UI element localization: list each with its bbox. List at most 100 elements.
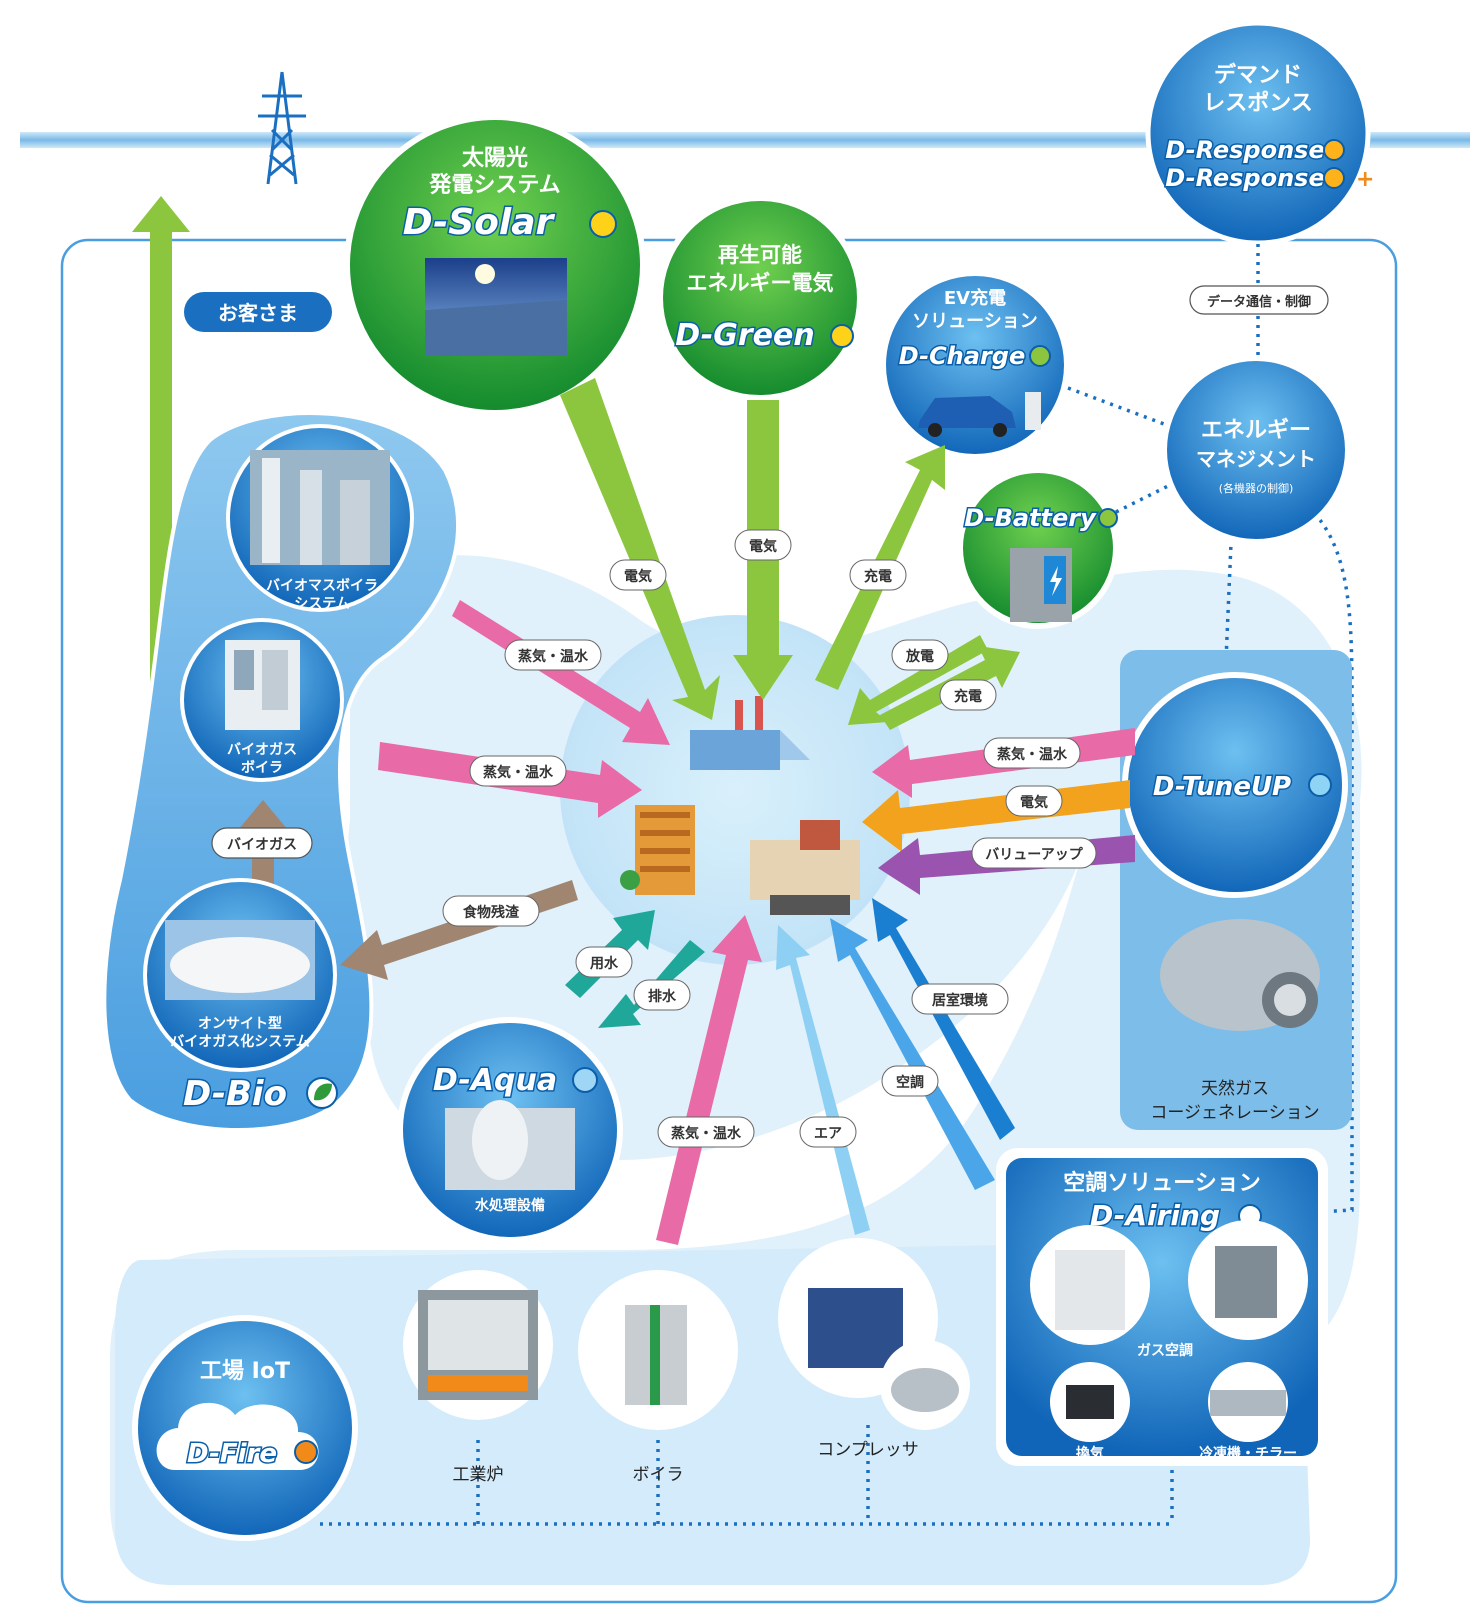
charger-station-icon bbox=[1025, 392, 1041, 430]
charge-title-2: ソリューション bbox=[912, 311, 1038, 332]
tuneup-caption-1: 天然ガス bbox=[1201, 1079, 1269, 1099]
flame-icon bbox=[294, 1440, 318, 1464]
biogas-boiler-label-2: ボイラ bbox=[241, 760, 283, 776]
d-aqua-circle: D-Aqua 水処理設備 bbox=[397, 1017, 623, 1243]
sun-icon bbox=[589, 210, 617, 238]
energy-title-2: マネジメント bbox=[1196, 447, 1316, 471]
air-label: エア bbox=[814, 1126, 842, 1142]
car-wheel-rear bbox=[993, 423, 1007, 437]
water-out-label: 排水 bbox=[648, 988, 677, 1005]
green-title-2: エネルギー電気 bbox=[687, 271, 834, 295]
arrow-air bbox=[776, 925, 870, 1235]
d-tuneup-circle: D-TuneUP bbox=[1122, 672, 1348, 898]
green-brand: D-Green bbox=[675, 318, 814, 353]
cloud-icon bbox=[156, 1402, 319, 1470]
compressor-label: コンプレッサ bbox=[817, 1440, 919, 1460]
biogas-boiler: バイオガス ボイラ bbox=[180, 618, 344, 782]
ev-charge-label: 充電 bbox=[864, 568, 892, 585]
arrow-tune-elec bbox=[862, 780, 1130, 852]
transmission-tower-icon bbox=[258, 71, 306, 185]
arrow-water-out bbox=[598, 940, 705, 1028]
value-up-label: バリューアップ bbox=[985, 847, 1083, 863]
aqua-caption: 水処理設備 bbox=[475, 1197, 545, 1214]
response-plus: + bbox=[1356, 167, 1374, 192]
gas-ac-label: ガス空調 bbox=[1137, 1342, 1193, 1359]
d-airing-panel: 空調ソリューション D-Airing ガス空調 換気 冷凍機・チラー bbox=[996, 1148, 1328, 1466]
response-brand-2: D-Response bbox=[1165, 164, 1325, 192]
gas-turbine-icon bbox=[1160, 919, 1320, 1031]
water-drop-icon bbox=[572, 1067, 598, 1093]
ev-car-icon bbox=[918, 396, 1016, 428]
boiler-steam-label: 蒸気・温水 bbox=[671, 1125, 742, 1142]
boiler-unit bbox=[578, 1270, 738, 1430]
airing-brand: D-Airing bbox=[1090, 1199, 1220, 1232]
office-building-icon bbox=[620, 805, 695, 895]
compressor-unit bbox=[778, 1238, 970, 1430]
arrow-indoor bbox=[872, 898, 1015, 1140]
food-waste-label: 食物残渣 bbox=[463, 904, 520, 921]
arrow-steam1 bbox=[452, 600, 670, 745]
boiler-label: ボイラ bbox=[633, 1465, 684, 1485]
steam2-label: 蒸気・温水 bbox=[483, 764, 554, 781]
response-title-1: デマンド bbox=[1214, 62, 1302, 88]
chiller-label: 冷凍機・チラー bbox=[1199, 1445, 1297, 1462]
airing-title: 空調ソリューション bbox=[1063, 1170, 1261, 1196]
arrow-labels: 電気 電気 充電 放電 充電 蒸気・温水 蒸気・温水 食物残渣 蒸気・温水 電気… bbox=[442, 529, 1097, 1148]
discharge-label: 放電 bbox=[905, 648, 934, 665]
solar-brand: D-Solar bbox=[403, 202, 556, 243]
arrow-solar-elec bbox=[560, 378, 720, 720]
car-wheel-front bbox=[928, 423, 942, 437]
indoor-label: 居室環境 bbox=[932, 992, 988, 1009]
factory-building-icon bbox=[690, 696, 810, 770]
commercial-building-icon bbox=[750, 820, 860, 915]
data-comm-pill bbox=[1189, 285, 1329, 315]
power-grid-line bbox=[20, 132, 1470, 148]
battery-brand: D-Battery bbox=[964, 504, 1097, 532]
biomass-boiler-system: バイオマスボイラ システム bbox=[226, 424, 414, 612]
battery-badge-icon bbox=[1098, 508, 1118, 528]
solar-elec-label: 電気 bbox=[624, 568, 652, 585]
arrow-boiler-steam bbox=[656, 915, 762, 1245]
green-title-1: 再生可能 bbox=[718, 243, 802, 267]
customer-label: お客さま bbox=[218, 301, 298, 325]
fire-title: 工場 IoT bbox=[200, 1359, 290, 1384]
data-comm-label: データ通信・制御 bbox=[1207, 294, 1311, 310]
response-brand-1: D-Response bbox=[1165, 136, 1325, 164]
green-elec-label: 電気 bbox=[749, 538, 777, 555]
energy-management-circle: エネルギー マネジメント (各機器の制御) bbox=[1161, 355, 1351, 545]
sun-glare bbox=[475, 264, 495, 284]
tuneup-icon bbox=[1308, 773, 1332, 797]
d-battery-circle: D-Battery bbox=[957, 467, 1119, 629]
solar-title-1: 太陽光 bbox=[462, 146, 528, 171]
biogas-pill bbox=[211, 827, 313, 859]
solar-title-2: 発電システム bbox=[428, 173, 560, 198]
tuneup-caption-2: コージェネレーション bbox=[1150, 1103, 1319, 1123]
lightbulb-icon bbox=[830, 324, 854, 348]
arrow-ac bbox=[830, 918, 995, 1190]
biomass-boiler-label-1: バイオマスボイラ bbox=[266, 578, 378, 594]
onsite-label-1: オンサイト型 bbox=[198, 1015, 282, 1032]
down-arrow-icon-2 bbox=[1323, 167, 1345, 189]
vent-label: 換気 bbox=[1076, 1445, 1104, 1462]
energy-sub: (各機器の制御) bbox=[1219, 481, 1294, 495]
aqua-brand: D-Aqua bbox=[433, 1063, 557, 1098]
customer-badge bbox=[184, 292, 332, 332]
biomass-boiler-label-2: システム bbox=[294, 596, 350, 612]
onsite-biogas-system: オンサイト型 バイオガス化システム bbox=[143, 878, 337, 1072]
energy-title-1: エネルギー bbox=[1201, 418, 1311, 443]
biogas-boiler-label-1: バイオガス bbox=[227, 742, 297, 758]
battery-charge-label: 充電 bbox=[954, 688, 982, 705]
leaf-icon bbox=[306, 1077, 338, 1109]
bio-brand: D-Bio bbox=[183, 1074, 287, 1114]
d-charge-circle: EV充電 ソリューション D-Charge bbox=[880, 270, 1070, 460]
d-response-circle: デマンド レスポンス D-Response D-Response + bbox=[1145, 20, 1374, 246]
furnace-label: 工業炉 bbox=[453, 1465, 504, 1485]
down-arrow-icon bbox=[1323, 139, 1345, 161]
arrow-discharge bbox=[848, 635, 988, 725]
plug-icon bbox=[1029, 345, 1051, 367]
fire-brand: D-Fire bbox=[187, 1439, 277, 1469]
water-in-label: 用水 bbox=[590, 955, 619, 972]
tune-steam-label: 蒸気・温水 bbox=[997, 746, 1068, 763]
charge-brand: D-Charge bbox=[899, 342, 1026, 370]
